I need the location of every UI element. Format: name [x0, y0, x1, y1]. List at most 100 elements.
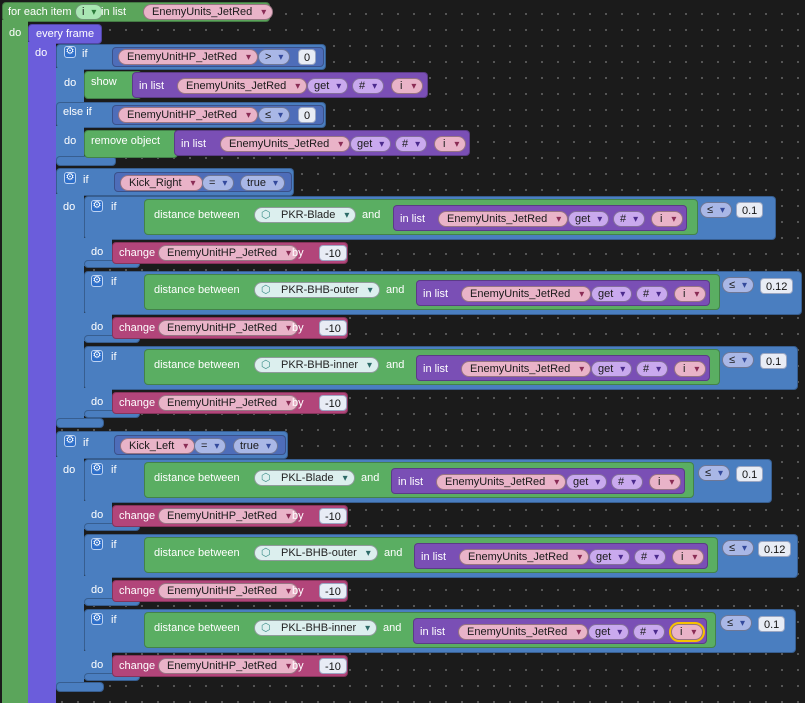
pkl-bhb-inner-threshold-input[interactable]: 0.1 [758, 616, 786, 632]
change-pkl-bhb-outer-amount-input[interactable]: -10 [319, 583, 347, 599]
show-index-i-dropdown[interactable]: i [391, 78, 424, 94]
pkl-bhb-outer-get-dropdown[interactable]: get [589, 549, 631, 565]
pkl-blade-object-dropdown[interactable]: ⬡PKL-Blade [254, 470, 355, 486]
else-if-hp-variable-dropdown[interactable]: EnemyUnitHP_JetRed [118, 107, 259, 123]
loop-list-dropdown[interactable]: EnemyUnits_JetRed [143, 4, 274, 20]
kick-left-eq-operator-dropdown[interactable]: = [194, 438, 227, 454]
loop-variable-i-dropdown[interactable]: i [75, 4, 104, 20]
kick-right-eq-operator-dropdown[interactable]: = [202, 175, 235, 191]
kick-right-variable-dropdown[interactable]: Kick_Right [120, 175, 203, 191]
pkl-blade-le-operator-dropdown[interactable]: ≤ [698, 465, 731, 481]
change-pkl-blade-label: change [119, 510, 156, 522]
change-pkr-blade-var-dropdown[interactable]: EnemyUnitHP_JetRed [158, 245, 299, 261]
le-operator-dropdown[interactable]: ≤ [258, 107, 291, 123]
change-pkr-bhb-outer-amount-input[interactable]: -10 [319, 320, 347, 336]
pkl-bhb-inner-hash-dropdown[interactable]: # [633, 624, 666, 640]
greater-than-operator-dropdown[interactable]: > [258, 49, 291, 65]
if-pkr-bhb-outer-gear-icon[interactable]: ⚙ [91, 275, 103, 287]
change-pkr-blade-amount-input[interactable]: -10 [319, 245, 347, 261]
pkl-bhb-inner-le-operator-dropdown[interactable]: ≤ [720, 615, 753, 631]
pkr-bhb-inner-le-operator-dropdown[interactable]: ≤ [722, 352, 755, 368]
pkl-bhb-outer-le-operator-dropdown[interactable]: ≤ [722, 540, 755, 556]
show-get-dropdown[interactable]: get [307, 78, 349, 94]
pkl-bhb-inner-list-dropdown[interactable]: EnemyUnits_JetRed [458, 624, 589, 640]
if-pkl-bhb-inner-gear-icon[interactable]: ⚙ [91, 613, 103, 625]
pkr-bhb-outer-le-operator-dropdown[interactable]: ≤ [722, 277, 755, 293]
remove-index-hash-dropdown[interactable]: # [395, 136, 428, 152]
object-cube-icon: ⬡ [261, 547, 271, 559]
pkr-bhb-outer-threshold-input[interactable]: 0.12 [760, 278, 794, 294]
change-pkl-bhb-outer-var-dropdown[interactable]: EnemyUnitHP_JetRed [158, 583, 299, 599]
pkl-bhb-outer-threshold-input[interactable]: 0.12 [758, 541, 792, 557]
hp-threshold-input[interactable]: 0 [298, 49, 317, 65]
pkr-bhb-outer-object-dropdown[interactable]: ⬡PKR-BHB-outer [254, 282, 380, 298]
pkl-bhb-outer-object-dropdown[interactable]: ⬡PKL-BHB-outer [254, 545, 378, 561]
pkr-bhb-inner-get-dropdown[interactable]: get [591, 361, 633, 377]
pkl-blade-hash-dropdown[interactable]: # [611, 474, 644, 490]
pkr-blade-list-dropdown[interactable]: EnemyUnits_JetRed [438, 211, 569, 227]
pkr-blade-le-operator-dropdown[interactable]: ≤ [700, 202, 733, 218]
pkr-bhb-outer-get-dropdown[interactable]: get [591, 286, 633, 302]
pkl-blade-threshold-input[interactable]: 0.1 [736, 466, 764, 482]
every-frame-label: every frame [36, 28, 95, 40]
show-index-hash-dropdown[interactable]: # [352, 78, 385, 94]
pkr-bhb-inner-list-dropdown[interactable]: EnemyUnits_JetRed [461, 361, 592, 377]
pkl-bhb-inner-do-label: do [91, 659, 104, 671]
change-pkr-bhb-outer-var-dropdown[interactable]: EnemyUnitHP_JetRed [158, 320, 299, 336]
pkl-blade-i-dropdown[interactable]: i [649, 474, 682, 490]
pkr-bhb-outer-object-name: PKR-BHB-outer [281, 284, 359, 296]
if-pkr-blade-gear-icon[interactable]: ⚙ [91, 200, 103, 212]
pkr-bhb-inner-threshold-input[interactable]: 0.1 [760, 353, 788, 369]
kick-left-true-dropdown[interactable]: true [233, 438, 278, 454]
pkr-blade-hash-dropdown[interactable]: # [613, 211, 646, 227]
change-pkl-bhb-inner-amount-input[interactable]: -10 [319, 658, 347, 674]
change-pkl-bhb-inner-label: change [119, 660, 156, 672]
pkr-blade-object-dropdown[interactable]: ⬡PKR-Blade [254, 207, 357, 223]
pkl-bhb-inner-i-dropdown-selected[interactable]: i [668, 622, 706, 642]
pkl-bhb-inner-object-name: PKL-BHB-inner [281, 622, 357, 634]
remove-index-i-dropdown[interactable]: i [434, 136, 467, 152]
remove-list-dropdown[interactable]: EnemyUnits_JetRed [220, 136, 351, 152]
pkr-bhb-outer-in-list-label: in list [423, 288, 449, 300]
kick-right-true-dropdown[interactable]: true [240, 175, 285, 191]
pkr-blade-i-dropdown[interactable]: i [651, 211, 684, 227]
pkr-bhb-inner-object-dropdown[interactable]: ⬡PKR-BHB-inner [254, 357, 380, 373]
remove-object-block[interactable] [84, 130, 178, 158]
pkr-bhb-outer-hash-dropdown[interactable]: # [636, 286, 669, 302]
if-pkr-bhb-inner-gear-icon[interactable]: ⚙ [91, 350, 103, 362]
show-list-dropdown[interactable]: EnemyUnits_JetRed [177, 78, 308, 94]
if-kick-left-gear-icon[interactable]: ⚙ [64, 435, 76, 447]
remove-get-dropdown[interactable]: get [350, 136, 392, 152]
change-pkr-bhb-inner-var-dropdown[interactable]: EnemyUnitHP_JetRed [158, 395, 299, 411]
object-cube-icon: ⬡ [261, 472, 271, 484]
pkl-bhb-outer-list-dropdown[interactable]: EnemyUnits_JetRed [459, 549, 590, 565]
change-pkr-bhb-inner-amount-input[interactable]: -10 [319, 395, 347, 411]
if-kick-right-gear-icon[interactable]: ⚙ [64, 172, 76, 184]
change-pkl-blade-amount-input[interactable]: -10 [319, 508, 347, 524]
pkr-blade-get-dropdown[interactable]: get [568, 211, 610, 227]
distance-pkl-blade-and-label: and [361, 472, 380, 484]
pkl-blade-list-dropdown[interactable]: EnemyUnits_JetRed [436, 474, 567, 490]
every-frame-block[interactable] [28, 24, 102, 44]
if-hp-gear-icon[interactable]: ⚙ [64, 46, 76, 58]
if-pkl-blade-if-label: if [111, 464, 117, 476]
pkr-bhb-inner-hash-dropdown[interactable]: # [636, 361, 669, 377]
if-pkl-blade-gear-icon[interactable]: ⚙ [91, 463, 103, 475]
change-pkl-bhb-inner-var-dropdown[interactable]: EnemyUnitHP_JetRed [158, 658, 299, 674]
hp-variable-dropdown[interactable]: EnemyUnitHP_JetRed [118, 49, 259, 65]
pkr-bhb-inner-i-dropdown[interactable]: i [674, 361, 707, 377]
pkr-bhb-outer-list-dropdown[interactable]: EnemyUnits_JetRed [461, 286, 592, 302]
change-pkl-blade-var-dropdown[interactable]: EnemyUnitHP_JetRed [158, 508, 299, 524]
kick-left-variable-dropdown[interactable]: Kick_Left [120, 438, 196, 454]
object-cube-icon: ⬡ [261, 359, 271, 371]
if-pkl-bhb-outer-gear-icon[interactable]: ⚙ [91, 538, 103, 550]
pkl-bhb-outer-hash-dropdown[interactable]: # [634, 549, 667, 565]
pkl-bhb-outer-i-dropdown[interactable]: i [672, 549, 705, 565]
if-kick-left-footer [56, 682, 104, 692]
pkl-blade-get-dropdown[interactable]: get [566, 474, 608, 490]
pkr-bhb-outer-i-dropdown[interactable]: i [674, 286, 707, 302]
else-if-threshold-input[interactable]: 0 [298, 107, 317, 123]
pkl-bhb-inner-get-dropdown[interactable]: get [588, 624, 630, 640]
pkl-bhb-inner-object-dropdown[interactable]: ⬡PKL-BHB-inner [254, 620, 378, 636]
pkr-blade-threshold-input[interactable]: 0.1 [736, 202, 764, 218]
